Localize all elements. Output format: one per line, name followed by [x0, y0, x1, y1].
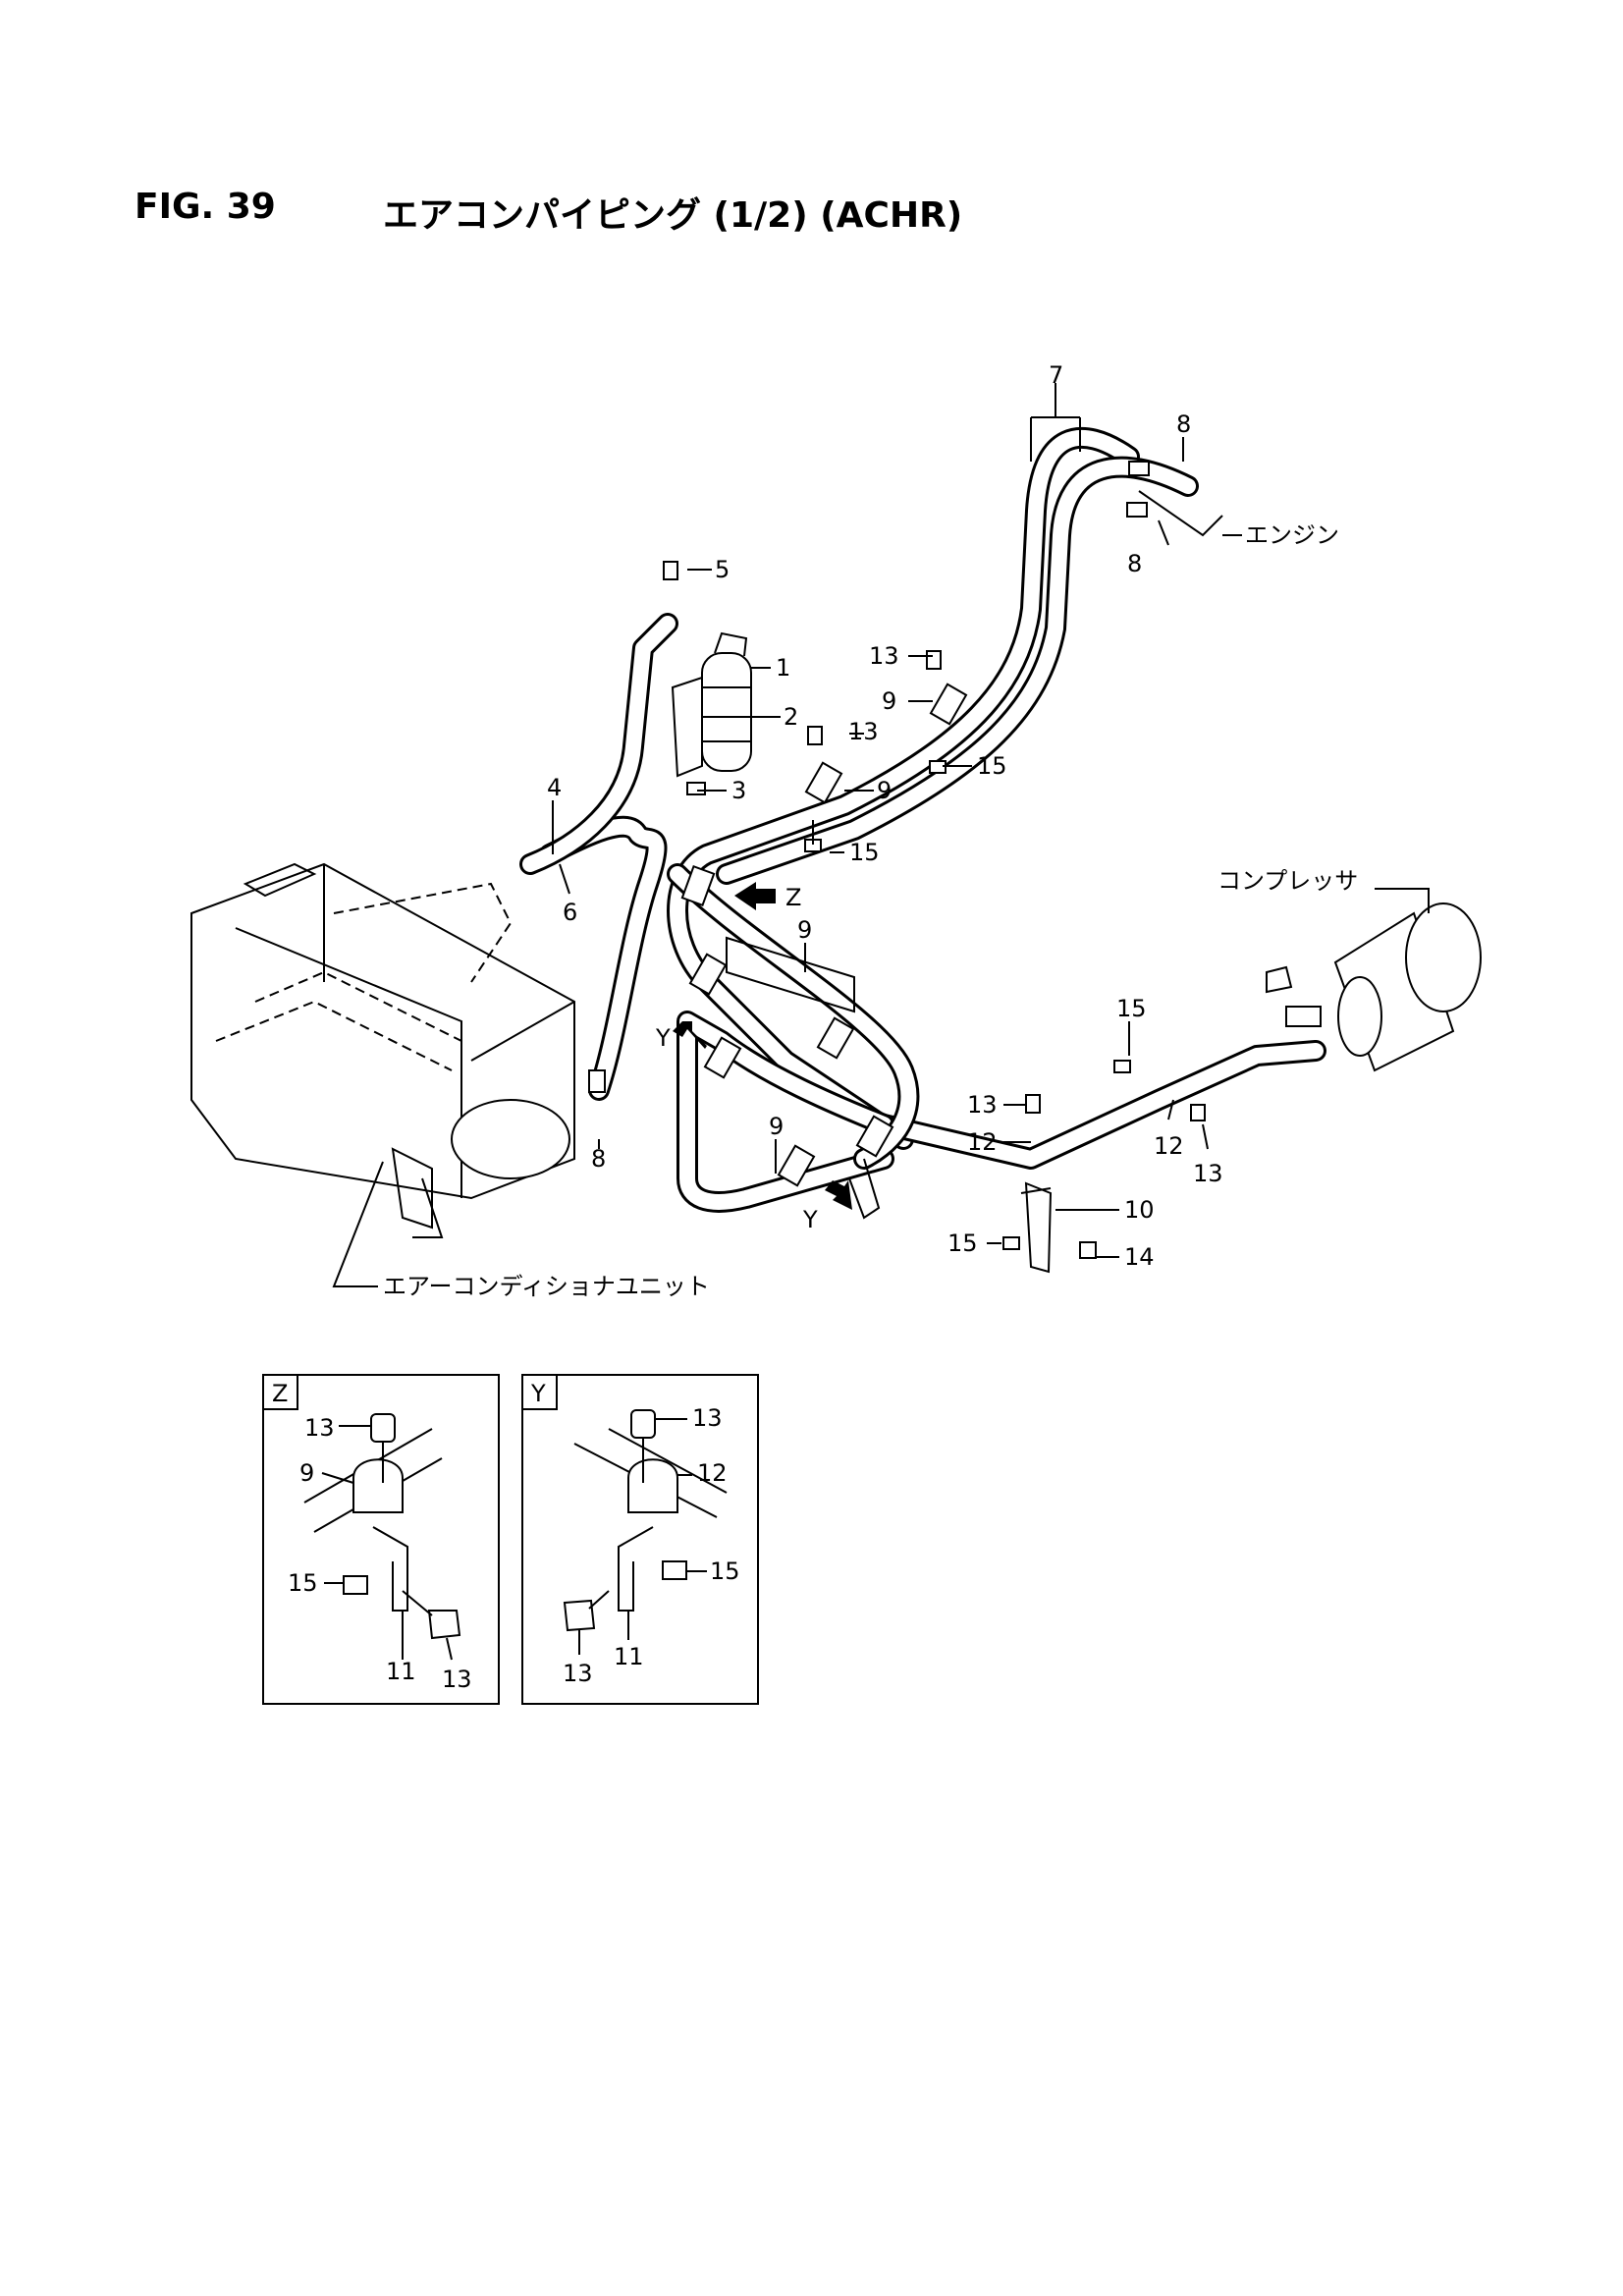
brackets — [726, 936, 1053, 1274]
detail-y-callout-13b: 13 — [563, 1660, 593, 1687]
compressor-label: コンプレッサ — [1217, 867, 1358, 895]
fasteners — [588, 461, 1206, 1259]
callout-13c: 13 — [967, 1091, 998, 1119]
callout-15c: 15 — [1116, 995, 1147, 1022]
callout-13a: 13 — [869, 642, 899, 670]
detail-y-callout-15: 15 — [710, 1558, 740, 1585]
receiver-drier — [671, 631, 752, 778]
detail-y-callout-13a: 13 — [692, 1404, 723, 1432]
detail-view-z: Z 13 9 15 11 13 — [262, 1374, 500, 1705]
callout-15d: 15 — [947, 1230, 978, 1257]
callout-4: 4 — [547, 774, 562, 801]
detail-z-callout-11: 11 — [386, 1658, 416, 1685]
callout-1: 1 — [776, 654, 790, 682]
leaders — [332, 383, 1430, 1287]
figure-number: FIG. 39 — [135, 187, 276, 227]
callout-3: 3 — [731, 777, 746, 804]
callout-12a: 12 — [967, 1128, 998, 1156]
callout-12b: 12 — [1154, 1132, 1184, 1160]
callout-9b: 9 — [877, 777, 892, 804]
callout-13b: 13 — [848, 718, 879, 745]
detail-z-callout-9: 9 — [299, 1459, 314, 1487]
callout-labels: 1 2 3 4 5 6 7 8 8 8 9 9 9 9 10 12 12 13 … — [547, 361, 1223, 1271]
ac-unit-label: エアーコンディショナユニット — [383, 1273, 710, 1300]
detail-y-callout-11: 11 — [614, 1643, 644, 1670]
clamps — [680, 683, 968, 1187]
figure-title: エアコンパイピング (1/2) (ACHR) — [383, 195, 963, 236]
view-arrows: Z Y Y — [655, 882, 852, 1233]
pipe-routes — [519, 426, 1326, 1213]
detail-view-y: Y 13 12 15 13 11 — [521, 1374, 759, 1705]
callout-8b: 8 — [1127, 550, 1142, 577]
compressor-body — [1266, 902, 1482, 1072]
engine-label: エンジン — [1245, 521, 1339, 549]
detail-z-callout-13b: 13 — [442, 1666, 472, 1693]
detail-z-callout-13a: 13 — [304, 1414, 335, 1442]
ac-unit-body — [190, 862, 575, 1238]
callout-6: 6 — [563, 899, 577, 926]
callout-15b: 15 — [849, 839, 880, 866]
callout-9a: 9 — [882, 687, 896, 715]
view-marker-z: Z — [785, 884, 801, 911]
callout-7: 7 — [1049, 361, 1063, 389]
callout-15a: 15 — [977, 752, 1007, 780]
callout-2: 2 — [784, 703, 798, 731]
view-marker-y-bottom: Y — [802, 1206, 818, 1233]
detail-y-tag: Y — [530, 1380, 546, 1407]
callout-13d: 13 — [1193, 1160, 1223, 1187]
callout-9d: 9 — [769, 1113, 784, 1140]
detail-y-callout-12: 12 — [697, 1459, 728, 1487]
callout-14: 14 — [1124, 1243, 1155, 1271]
detail-z-callout-15: 15 — [288, 1569, 318, 1597]
callout-9c: 9 — [797, 916, 812, 944]
view-marker-y-top: Y — [655, 1024, 671, 1052]
callout-5: 5 — [715, 556, 730, 583]
component-labels: エンジン コンプレッサ エアーコンディショナユニット — [383, 521, 1358, 1300]
detail-z-tag: Z — [272, 1380, 288, 1407]
callout-8a: 8 — [1176, 410, 1191, 438]
callout-10: 10 — [1124, 1196, 1155, 1224]
callout-8c: 8 — [591, 1145, 606, 1173]
